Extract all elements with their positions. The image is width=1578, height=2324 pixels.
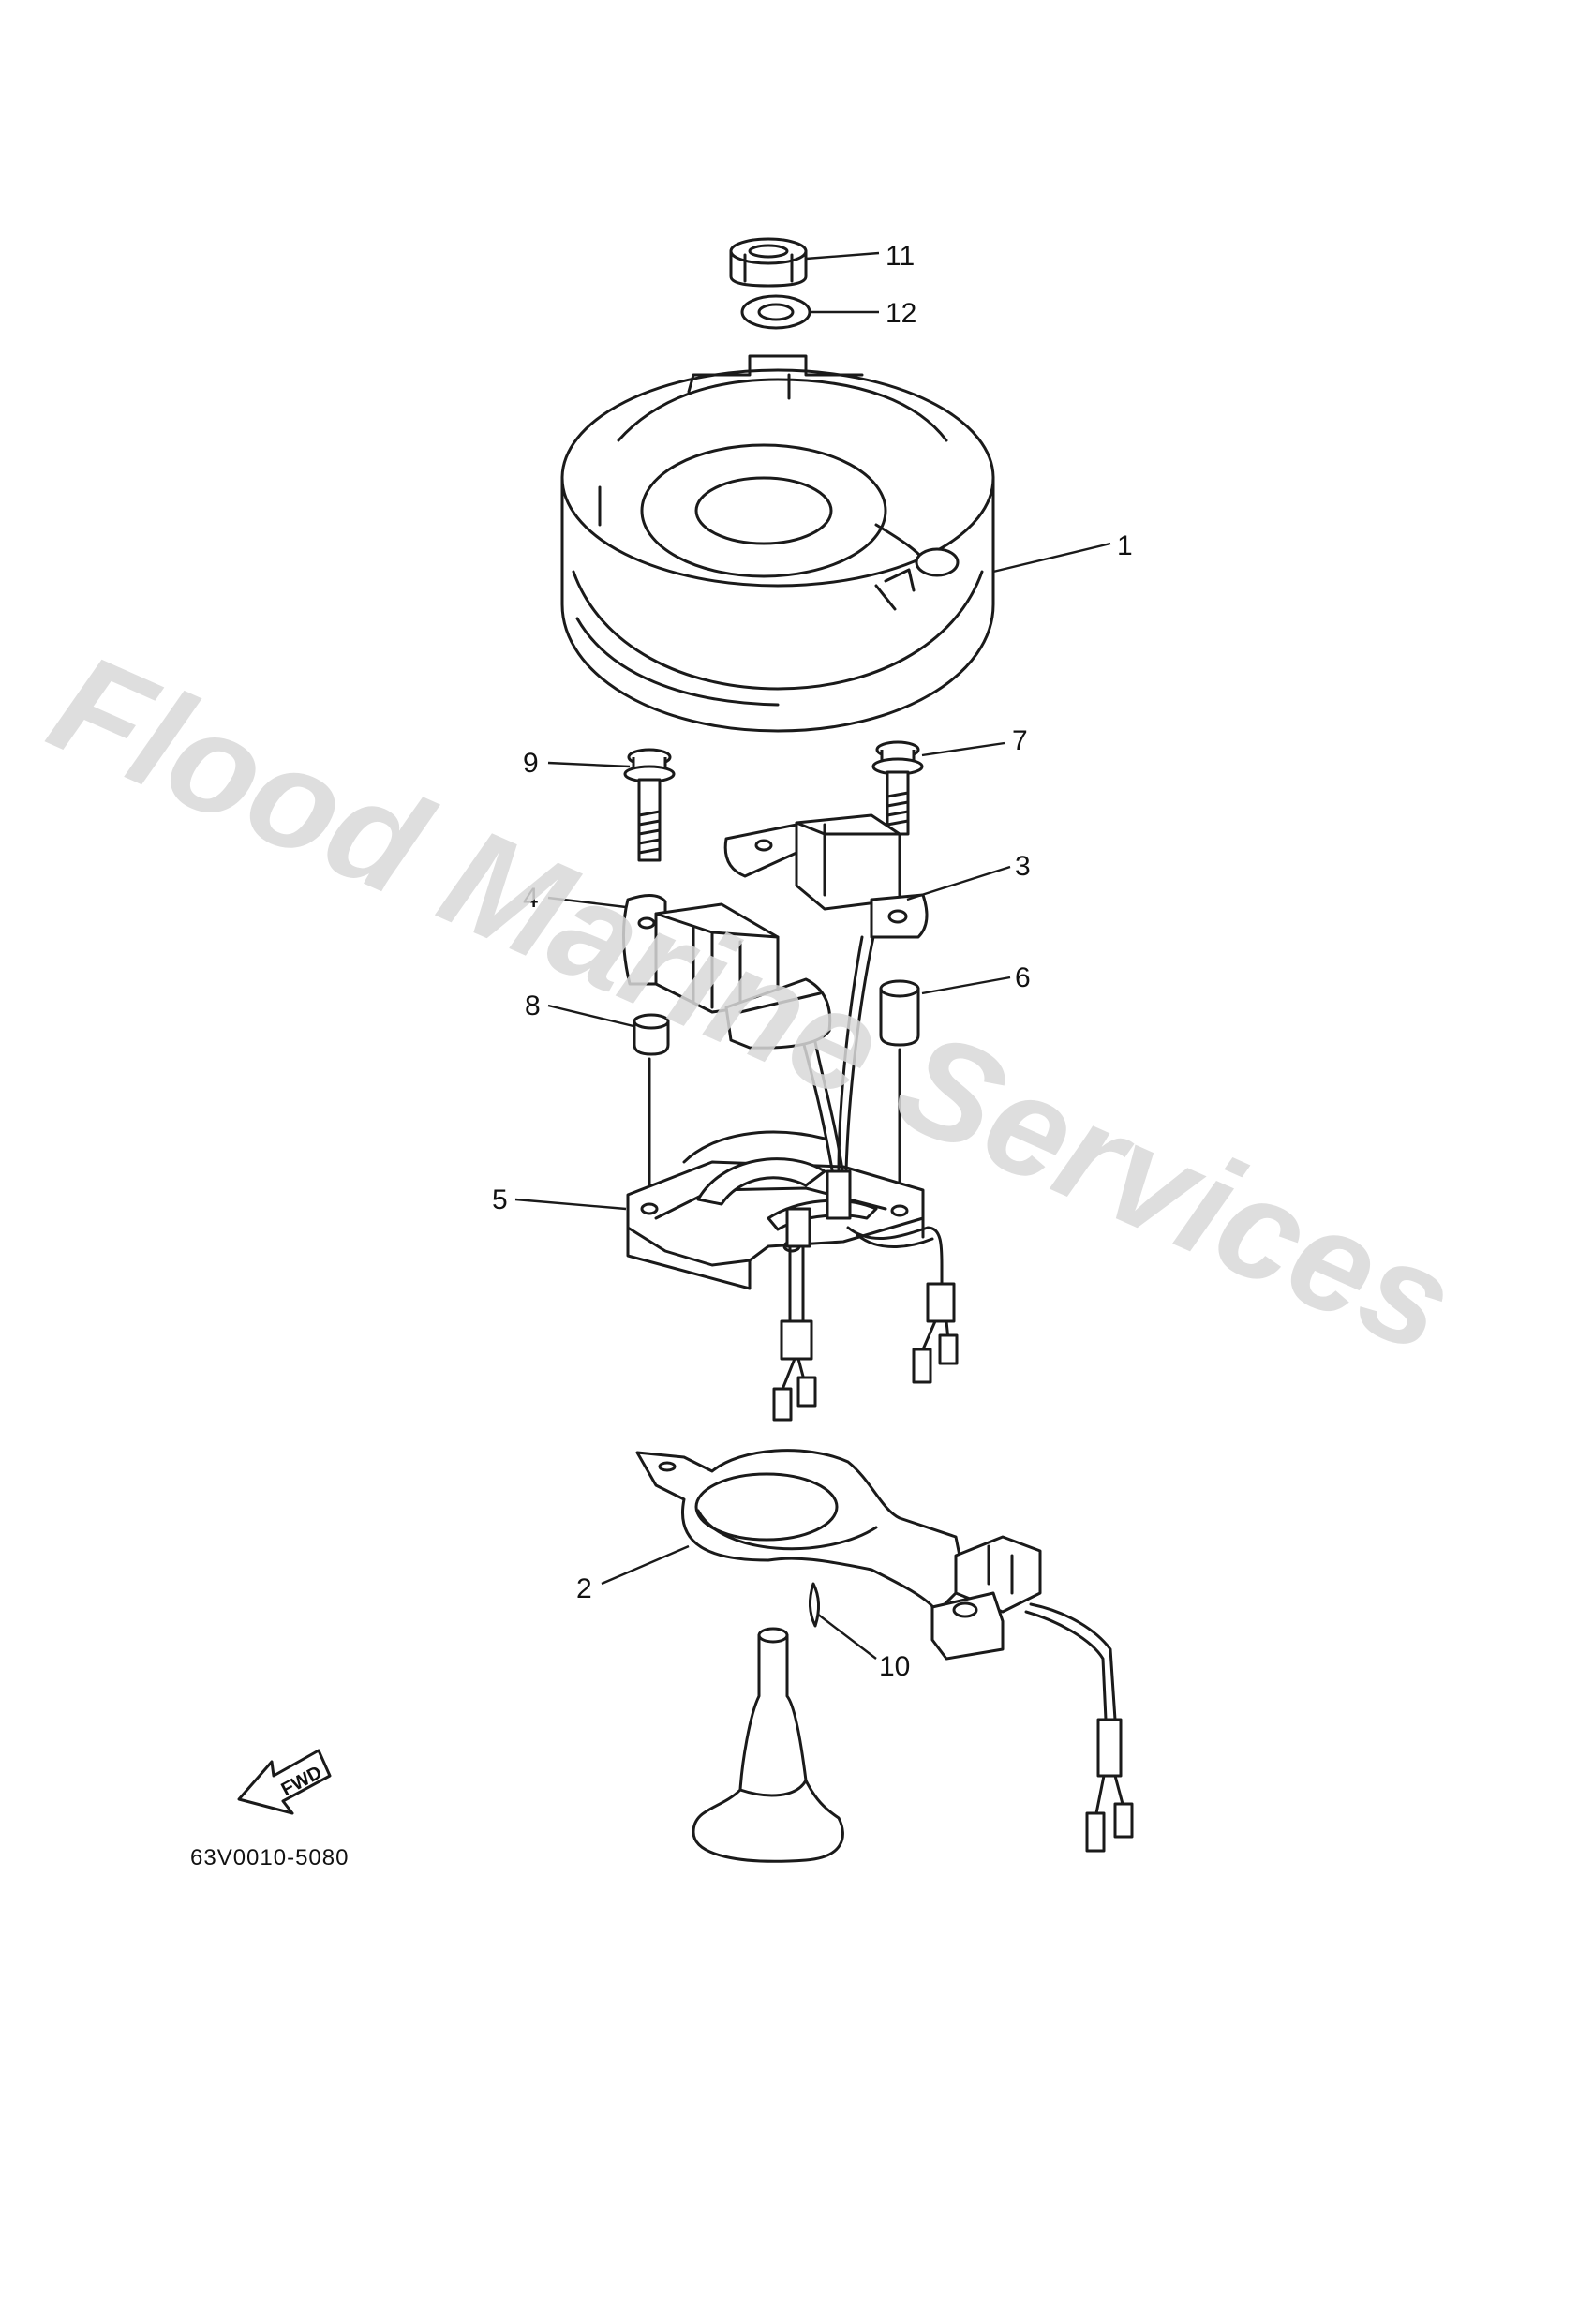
part-2-bracket [635,1449,1134,1853]
callout-5: 5 [492,1184,508,1215]
part-4-coil [622,894,832,1050]
callout-9: 9 [523,748,539,779]
callout-10: 10 [879,1651,910,1682]
part-10-key [809,1582,820,1628]
part-3-coil [723,813,929,939]
part-11-nut [729,237,808,288]
crankshaft-end [692,1627,844,1863]
part-7-bolt [871,740,924,836]
part-6-collar [879,979,920,1047]
callout-1: 1 [1117,530,1133,561]
callout-numbers: 11 12 1 9 7 3 4 8 6 5 2 10 [492,241,1133,1682]
part-12-washer [740,294,811,330]
diagram-code: 63V0010-5080 [190,1845,349,1870]
part-1-flywheel [560,354,995,733]
callout-11: 11 [886,241,915,272]
wiring-harness [772,935,959,1422]
callout-3: 3 [1015,851,1031,882]
callout-6: 6 [1015,962,1031,993]
callout-8: 8 [525,991,541,1021]
callout-7: 7 [1012,725,1028,756]
callout-12: 12 [886,298,916,329]
part-5-stator-base [626,1130,925,1290]
fwd-arrow-icon: FWD [237,1749,332,1815]
part-9-bolt [623,748,676,862]
part-8-collar [633,1013,670,1056]
leader-lines [514,251,1111,1660]
callout-4: 4 [523,883,539,914]
watermark: Flood Marine Services [30,623,1476,1384]
callout-2: 2 [576,1573,592,1604]
